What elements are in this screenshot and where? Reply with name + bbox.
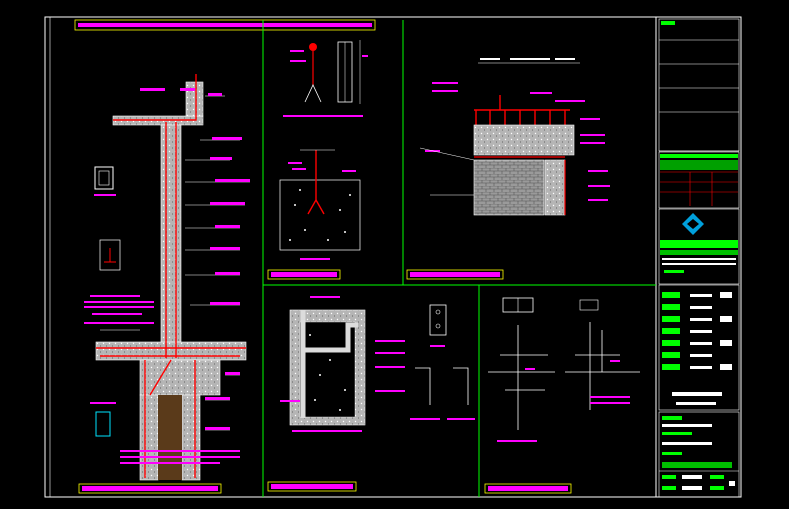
general-note-bar bbox=[74, 19, 376, 31]
title-block bbox=[658, 18, 740, 498]
detail-brick-wall bbox=[406, 58, 610, 280]
project-info bbox=[658, 411, 740, 498]
detail-steel-grid bbox=[484, 297, 640, 494]
detail-wall-section bbox=[78, 74, 250, 494]
company-logo bbox=[658, 208, 740, 285]
section-dividers bbox=[262, 20, 656, 497]
signature-rows bbox=[658, 284, 740, 411]
detail-column-connection bbox=[267, 296, 475, 492]
drawing-frame bbox=[44, 16, 742, 498]
detail-ground-rod bbox=[267, 40, 368, 280]
